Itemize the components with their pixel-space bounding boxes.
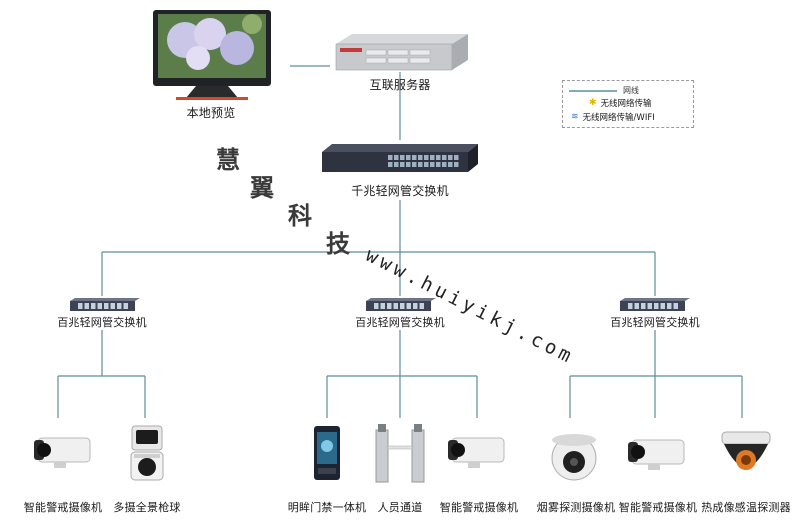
camera-label: 热成像感温探测器	[701, 501, 791, 514]
server-label: 互联服务器	[369, 78, 431, 92]
cable-line-legend-icon	[569, 90, 617, 92]
camera-label: 明眸门禁一体机	[287, 501, 367, 514]
server-icon	[335, 34, 468, 71]
camera-label: 多摄全景枪球	[113, 501, 181, 514]
smoke-detection-camera-icon	[551, 434, 597, 481]
legend-box: 网线 ✱ 无线网络传输 ≋ 无线网络传输/WIFI	[562, 80, 694, 128]
watermark-char: 科	[288, 201, 312, 230]
watermark-char: 技	[326, 229, 350, 258]
watermark-char: 慧	[216, 145, 240, 174]
thermal-dome-camera-icon	[721, 431, 771, 470]
legend-wifi-label: 无线网络传输/WIFI	[582, 113, 655, 123]
panoramic-ptz-camera-icon	[130, 425, 164, 481]
bullet-camera-icon	[448, 437, 505, 468]
core-switch-icon	[322, 144, 478, 172]
switch-left-label: 百兆轻网管交换机	[57, 316, 147, 329]
camera-label: 烟雾探测摄像机	[536, 501, 616, 514]
legend-wireless-row: ✱ 无线网络传输	[589, 97, 652, 109]
core-switch-label: 千兆轻网管交换机	[351, 184, 449, 198]
access-switch-right-icon	[620, 298, 690, 311]
wifi-icon: ≋	[571, 112, 579, 122]
switch-right-label: 百兆轻网管交换机	[610, 316, 700, 329]
bullet-camera-icon	[34, 437, 91, 468]
access-switch-mid-icon	[366, 298, 436, 311]
switch-mid-label: 百兆轻网管交换机	[355, 316, 445, 329]
personnel-gate-icon	[375, 424, 425, 483]
watermark-char: 翼	[250, 173, 274, 202]
face-access-terminal-icon	[314, 426, 340, 480]
monitor-label: 本地预览	[186, 106, 236, 120]
bullet-camera-icon	[628, 439, 685, 470]
camera-label: 智能警戒摄像机	[439, 501, 519, 514]
camera-label: 智能警戒摄像机	[23, 501, 103, 514]
access-switch-left-icon	[70, 298, 140, 311]
camera-label: 人员通道	[377, 501, 423, 514]
network-cables	[57, 65, 743, 418]
wireless-signal-icon: ✱	[589, 98, 597, 108]
monitor-icon	[153, 10, 271, 100]
legend-wifi-row: ≋ 无线网络传输/WIFI	[571, 111, 655, 123]
legend-cable-label: 网线	[623, 86, 639, 95]
camera-label: 智能警戒摄像机	[618, 501, 698, 514]
legend-wireless-label: 无线网络传输	[600, 99, 652, 109]
